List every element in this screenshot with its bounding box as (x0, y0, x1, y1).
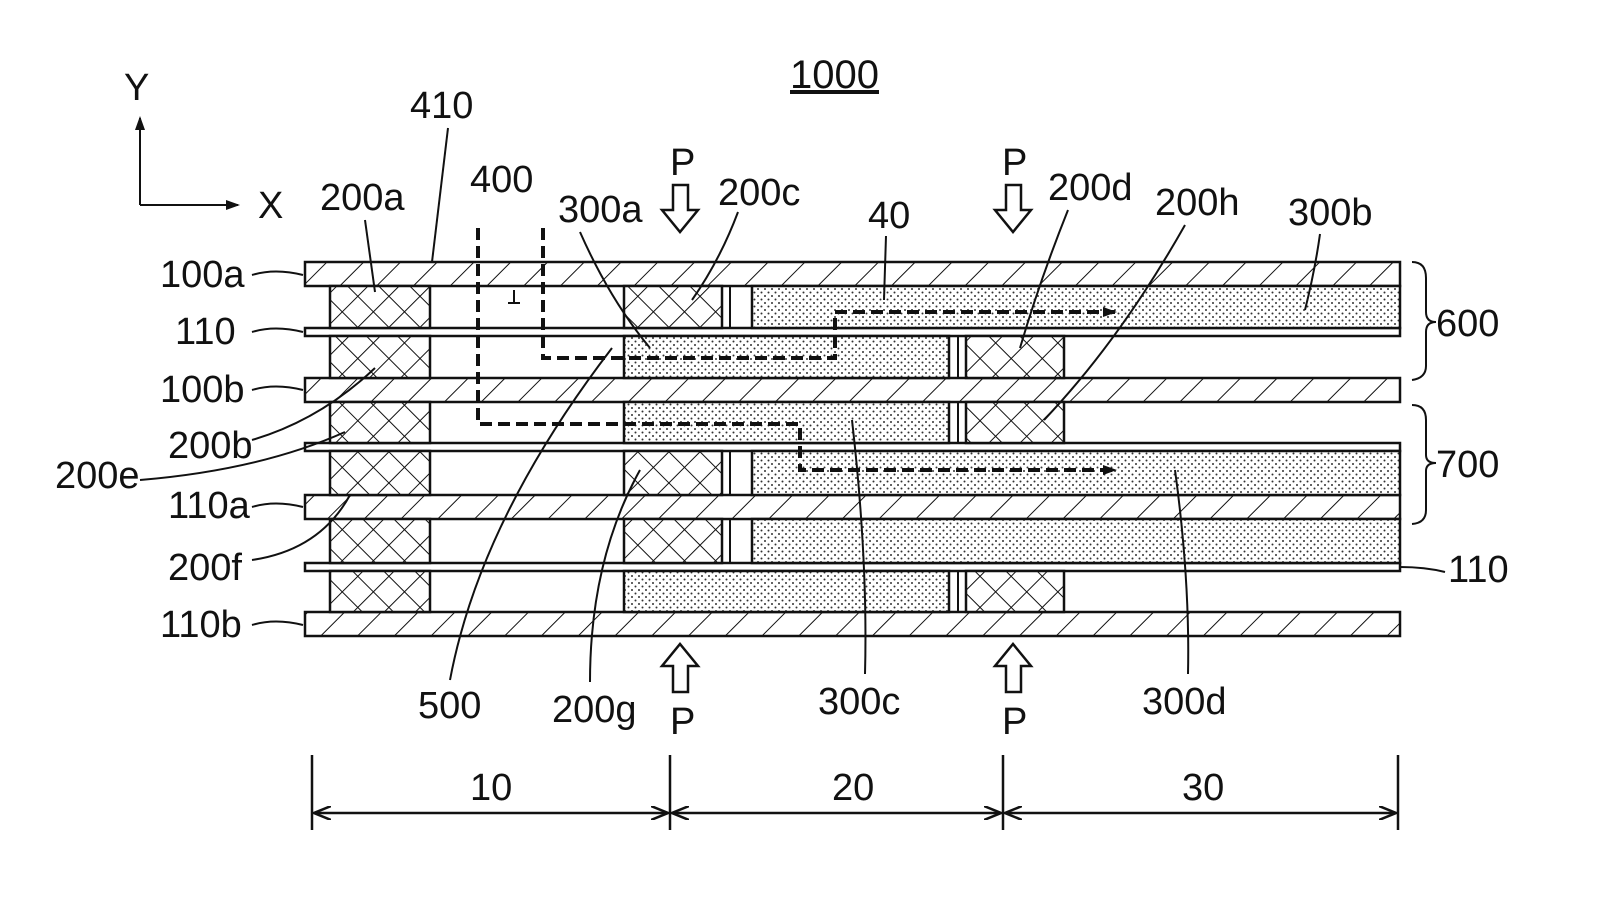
brace-700 (1412, 405, 1436, 524)
sealant-200a (330, 286, 430, 328)
label-600: 600 (1436, 303, 1499, 345)
sealant-200h (966, 402, 1064, 443)
material-lower-middle (624, 571, 949, 612)
sealant-200f (330, 519, 430, 563)
pressure-arrow-up-right (995, 644, 1031, 692)
label-110-top: 110 (175, 311, 236, 353)
plate-100b (305, 378, 1400, 402)
label-300c: 300c (818, 681, 900, 723)
label-200c: 200c (718, 172, 800, 214)
y-axis-label: Y (124, 67, 149, 109)
pressure-label-top-right: P (1002, 142, 1027, 184)
pressure-label-top-left: P (670, 142, 695, 184)
sealant-200e (330, 402, 430, 443)
label-200d: 200d (1048, 167, 1133, 209)
label-500: 500 (418, 685, 481, 727)
sealant-bottom-right (966, 571, 1064, 612)
label-110a: 110a (168, 485, 251, 527)
label-200f: 200f (168, 547, 242, 589)
label-200h: 200h (1155, 182, 1240, 224)
pressure-arrow-down-right (995, 185, 1031, 232)
material-300b (752, 286, 1400, 328)
label-200g: 200g (552, 689, 637, 731)
label-300b: 300b (1288, 192, 1373, 234)
region-label-30: 30 (1182, 767, 1224, 809)
sealant-left-2 (330, 336, 430, 378)
region-label-20: 20 (832, 767, 874, 809)
label-300a: 300a (558, 189, 643, 231)
plate-110b (305, 612, 1400, 636)
label-110b: 110b (160, 604, 242, 646)
brace-600 (1412, 262, 1436, 380)
pressure-label-bottom-right: P (1002, 701, 1027, 743)
material-300d (752, 451, 1400, 495)
label-200b: 200b (168, 425, 253, 467)
pressure-arrow-down-left (662, 185, 698, 232)
sealant-lower-middle (624, 519, 722, 563)
pressure-label-bottom-left: P (670, 701, 695, 743)
label-100b: 100b (160, 369, 245, 411)
plate-100a (305, 262, 1400, 286)
sealant-left-6 (330, 571, 430, 612)
label-700: 700 (1436, 444, 1499, 486)
label-110-right: 110 (1448, 549, 1509, 591)
label-400: 400 (470, 159, 533, 201)
material-bottom-long (752, 519, 1400, 563)
sealant-200c (624, 286, 722, 328)
pressure-arrow-up-left (662, 644, 698, 692)
sealant-left-4 (330, 451, 430, 495)
x-axis-label: X (258, 185, 283, 227)
label-200e: 200e (55, 455, 140, 497)
sealant-200d (966, 336, 1064, 378)
region-label-10: 10 (470, 767, 512, 809)
label-40: 40 (868, 195, 910, 237)
figure-reference-number: 1000 (790, 53, 879, 97)
axis-indicator: Y X (124, 67, 283, 227)
label-200a: 200a (320, 177, 405, 219)
plate-110a (305, 495, 1400, 519)
label-410: 410 (410, 85, 473, 127)
label-100a: 100a (160, 254, 245, 296)
label-300d: 300d (1142, 681, 1227, 723)
right-labels: 600 700 110 (1400, 262, 1509, 591)
region-dimensions: 10 20 30 (312, 755, 1398, 830)
